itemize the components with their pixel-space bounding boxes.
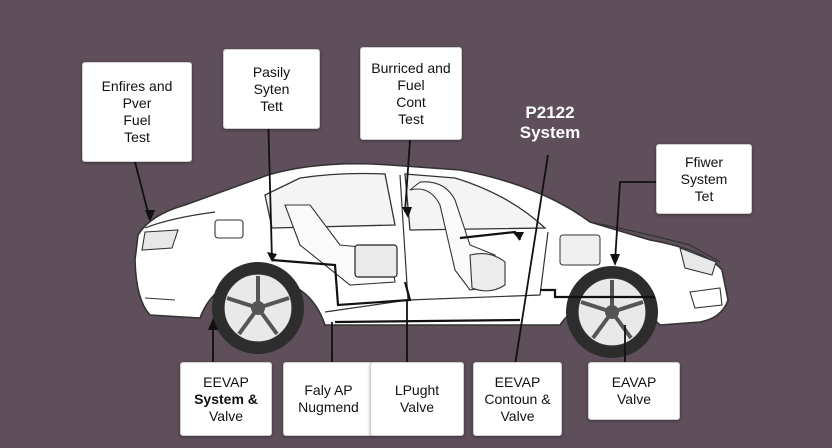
callout-lpught-valve: LPught Valve bbox=[370, 362, 464, 436]
callout-line: EAVAP bbox=[611, 374, 657, 390]
callout-line: Syten bbox=[253, 80, 290, 97]
callout-ffiwer-system-tet: Ffiwer System Tet bbox=[656, 144, 752, 214]
callout-line: Valve bbox=[209, 407, 243, 424]
leader-arrowheads bbox=[145, 207, 620, 330]
callout-line: Burriced and bbox=[371, 59, 451, 76]
label-line: P2122 bbox=[525, 103, 575, 122]
callout-line: Tet bbox=[694, 187, 714, 204]
callout-line: Valve bbox=[400, 399, 434, 415]
headlight bbox=[679, 247, 717, 276]
taillight bbox=[141, 229, 179, 251]
callout-line: Faly AP bbox=[304, 382, 353, 398]
callout-line: Pasily bbox=[252, 63, 291, 80]
callout-line: Ffiwer bbox=[684, 153, 724, 170]
rear-wheel bbox=[212, 262, 304, 354]
callout-line: Nugmend bbox=[298, 399, 359, 415]
callout-line: Contoun & bbox=[484, 390, 551, 407]
callout-burriced-fuel-test: Burriced and Fuel Cont Test bbox=[360, 47, 462, 140]
callout-eevap-system-valve: EEVAP System & Valve bbox=[180, 362, 272, 436]
callout-line: EEVAP bbox=[203, 373, 249, 390]
engine-component bbox=[469, 253, 506, 292]
callout-line: EEVAP bbox=[494, 373, 541, 390]
callout-line: Valve bbox=[500, 407, 535, 424]
callout-eavap-valve: EAVAP Valve bbox=[588, 362, 680, 420]
callout-line: Tett bbox=[260, 97, 283, 114]
leader-lines bbox=[134, 111, 658, 366]
callout-line: Cont bbox=[396, 93, 426, 110]
callout-line: System bbox=[680, 170, 728, 187]
rear-marker bbox=[214, 219, 244, 239]
hood-line bbox=[589, 221, 721, 263]
callout-line-bold: System & bbox=[194, 390, 258, 407]
callout-enfires-fuel-test: Enfires and Pver Fuel Test bbox=[82, 62, 192, 162]
callout-line: Test bbox=[124, 129, 150, 145]
callout-line: LPught bbox=[394, 382, 440, 398]
callout-line: Fuel bbox=[397, 76, 425, 93]
dashboard-module bbox=[559, 234, 601, 266]
callout-line: Pver bbox=[122, 95, 152, 111]
trunk-line bbox=[144, 211, 216, 229]
callout-pasily-syten-tett: Pasily Syten Tett bbox=[223, 49, 320, 129]
front-door-line bbox=[407, 231, 549, 301]
cargo-box bbox=[354, 244, 398, 278]
callout-line: Valve bbox=[617, 391, 651, 407]
front-wheel bbox=[566, 266, 658, 358]
front-bumper-vent bbox=[689, 287, 723, 309]
callout-line: Enfires and bbox=[101, 78, 173, 94]
callout-line: Fuel bbox=[123, 112, 151, 128]
label-line: System bbox=[519, 123, 581, 142]
callout-faly-ap-nugmend: Faly AP Nugmend bbox=[283, 362, 374, 436]
callout-eevap-contoun-valve: EEVAP Contoun & Valve bbox=[473, 362, 562, 436]
p2122-system-label: P2122 System bbox=[510, 103, 590, 143]
rear-bumper-vent bbox=[144, 297, 176, 301]
callout-line: Test bbox=[398, 110, 424, 127]
